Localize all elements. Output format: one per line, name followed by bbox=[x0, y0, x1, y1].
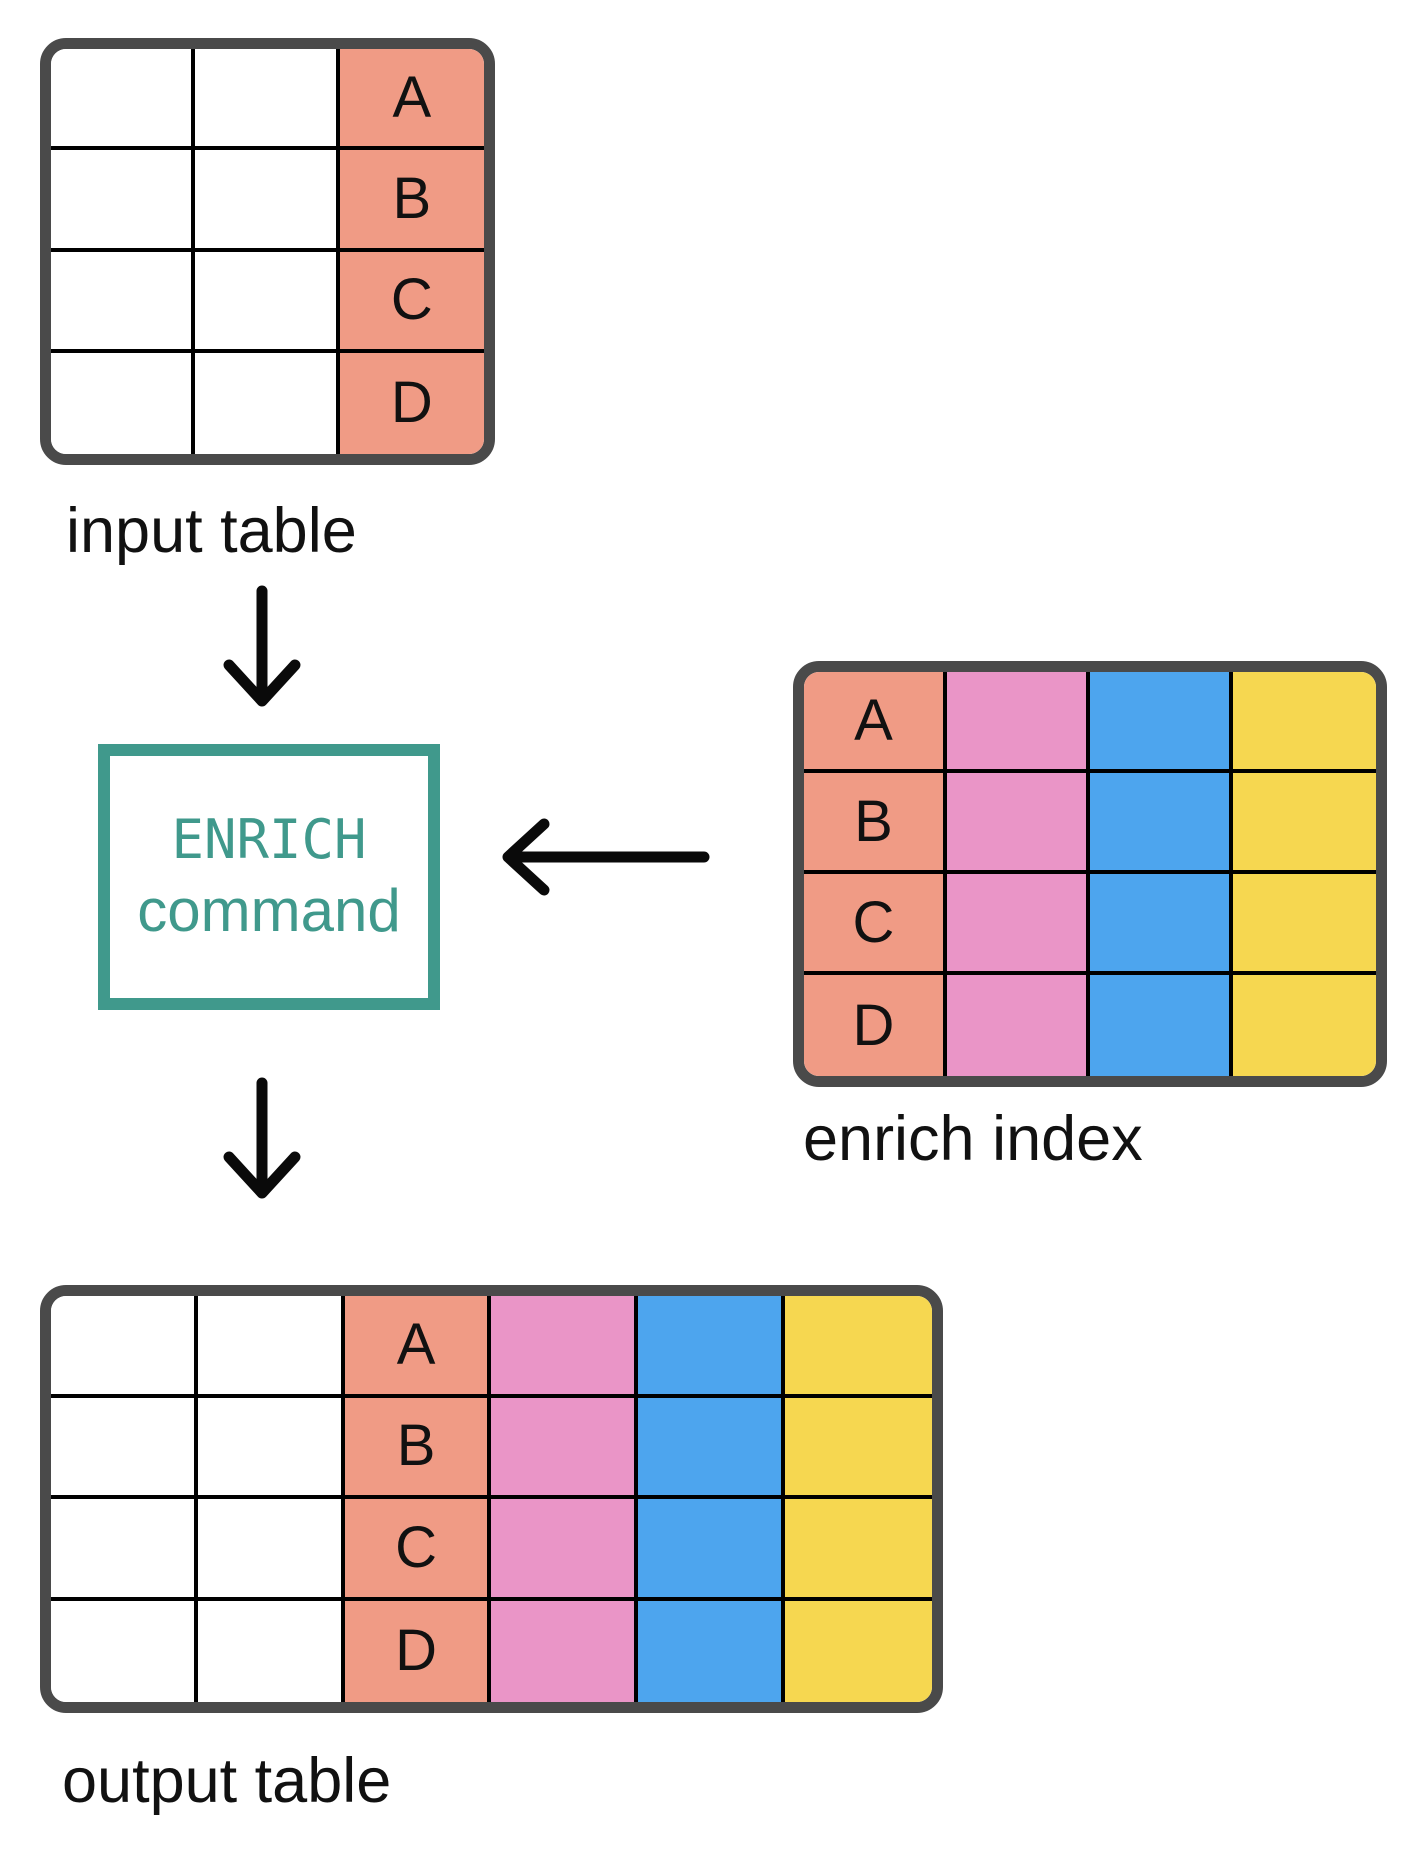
table-cell bbox=[197, 1600, 345, 1702]
table-cell bbox=[785, 1499, 932, 1601]
table-cell bbox=[947, 672, 1090, 773]
table-cell bbox=[51, 1397, 198, 1499]
table-cell bbox=[947, 773, 1090, 874]
table-cell bbox=[491, 1600, 639, 1702]
key-cell: B bbox=[344, 1397, 492, 1499]
table-cell bbox=[51, 49, 196, 151]
table-cell bbox=[785, 1296, 932, 1398]
table-cell bbox=[51, 251, 196, 353]
table-cell bbox=[638, 1499, 786, 1601]
output-table-label: output table bbox=[62, 1746, 392, 1816]
table-cell bbox=[785, 1600, 932, 1702]
key-cell: D bbox=[344, 1600, 492, 1702]
table-cell bbox=[195, 150, 340, 252]
input-table-label: input table bbox=[66, 496, 357, 566]
enrich-command-box: ENRICH command bbox=[98, 744, 440, 1010]
table-cell bbox=[195, 251, 340, 353]
command-box-line2: command bbox=[137, 876, 401, 944]
key-cell: A bbox=[344, 1296, 492, 1398]
table-cell bbox=[638, 1397, 786, 1499]
table-cell bbox=[1090, 773, 1233, 874]
table-cell bbox=[51, 352, 196, 454]
table-cell bbox=[947, 874, 1090, 975]
table-cell bbox=[51, 1600, 198, 1702]
key-cell: B bbox=[804, 773, 947, 874]
table-cell bbox=[491, 1296, 639, 1398]
table-cell bbox=[638, 1296, 786, 1398]
key-cell: A bbox=[339, 49, 484, 151]
table-cell bbox=[491, 1499, 639, 1601]
arrow-down-icon bbox=[223, 585, 301, 707]
key-cell: C bbox=[804, 874, 947, 975]
table-cell bbox=[1233, 874, 1376, 975]
table-cell bbox=[51, 150, 196, 252]
table-cell bbox=[1233, 975, 1376, 1076]
table-cell bbox=[197, 1296, 345, 1398]
enrich-index-label: enrich index bbox=[803, 1104, 1143, 1174]
table-cell bbox=[1090, 874, 1233, 975]
command-box-line1: ENRICH bbox=[171, 808, 367, 872]
table-cell bbox=[51, 1296, 198, 1398]
table-cell bbox=[197, 1499, 345, 1601]
table-cell bbox=[785, 1397, 932, 1499]
table-cell bbox=[197, 1397, 345, 1499]
table-cell bbox=[195, 352, 340, 454]
key-cell: A bbox=[804, 672, 947, 773]
table-cell bbox=[1090, 672, 1233, 773]
table-cell bbox=[1233, 672, 1376, 773]
arrow-left-icon bbox=[502, 818, 710, 896]
table-cell bbox=[1090, 975, 1233, 1076]
key-cell: D bbox=[339, 352, 484, 454]
arrow-down-icon bbox=[223, 1077, 301, 1199]
key-cell: C bbox=[344, 1499, 492, 1601]
table-cell bbox=[491, 1397, 639, 1499]
table-cell bbox=[1233, 773, 1376, 874]
key-cell: B bbox=[339, 150, 484, 252]
table-cell bbox=[947, 975, 1090, 1076]
key-cell: C bbox=[339, 251, 484, 353]
table-cell bbox=[195, 49, 340, 151]
key-cell: D bbox=[804, 975, 947, 1076]
table-cell bbox=[51, 1499, 198, 1601]
table-cell bbox=[638, 1600, 786, 1702]
